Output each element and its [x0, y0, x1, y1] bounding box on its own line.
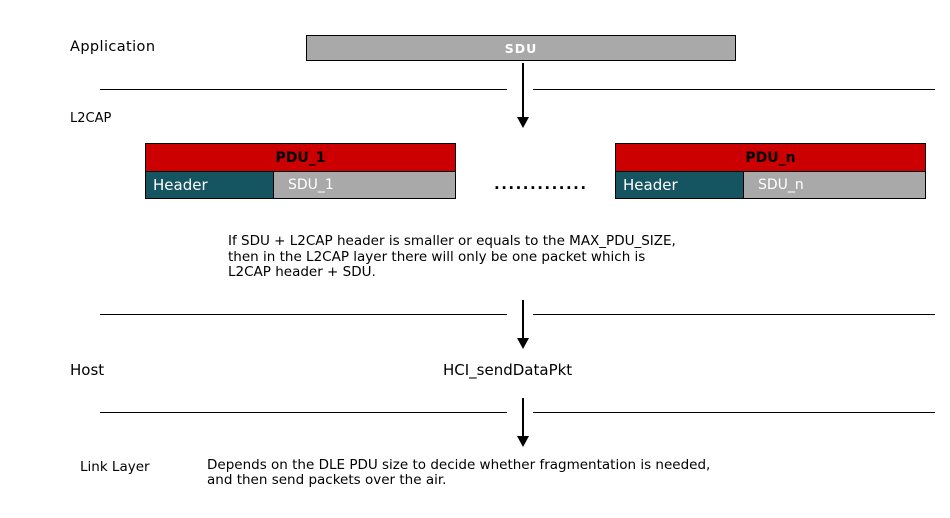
layer-divider-1-right: [533, 89, 935, 90]
l2cap-note-line2: then in the L2CAP layer there will only …: [228, 248, 646, 265]
l2cap-note-line1: If SDU + L2CAP header is smaller or equa…: [228, 233, 676, 249]
hci-send-data-pkt-label: HCI_sendDataPkt: [443, 361, 573, 379]
arrow-shaft: [522, 63, 524, 117]
host-layer-label: Host: [70, 361, 105, 379]
arrow-head: [517, 338, 529, 349]
link-layer-note-line2: and then send packets over the air.: [207, 472, 447, 488]
pdu-first-header-cell: Header: [145, 172, 274, 199]
link-layer-note: Depends on the DLE PDU size to decide wh…: [207, 458, 710, 488]
arrow-head: [517, 117, 529, 128]
pdu-last-header-cell: Header: [615, 172, 744, 199]
pdu-first-row: Header SDU_1: [145, 172, 456, 199]
l2cap-layer-label: L2CAP: [70, 111, 112, 126]
layer-divider-1-left: [100, 89, 507, 90]
pdu-last-structure: PDU_n Header SDU_n: [615, 143, 926, 199]
pdu-last-row: Header SDU_n: [615, 172, 926, 199]
layer-divider-2-left: [100, 314, 507, 315]
layer-divider-3-right: [533, 412, 935, 413]
arrow-shaft: [522, 300, 524, 338]
l2cap-note: If SDU + L2CAP header is smaller or equa…: [228, 233, 676, 281]
ellipsis-dots: .............: [494, 175, 588, 193]
layer-divider-2-right: [533, 314, 935, 315]
arrow-shaft: [522, 398, 524, 436]
arrow-head: [517, 436, 529, 447]
application-layer-label: Application: [70, 39, 156, 55]
layer-divider-3-left: [100, 412, 507, 413]
l2cap-note-line3: L2CAP header + SDU.: [228, 264, 376, 280]
link-layer-note-line1: Depends on the DLE PDU size to decide wh…: [207, 457, 711, 473]
pdu-first-payload-cell: SDU_1: [274, 172, 456, 199]
pdu-last-title: PDU_n: [615, 143, 926, 172]
pdu-last-payload-cell: SDU_n: [744, 172, 926, 199]
pdu-first-title: PDU_1: [145, 143, 456, 172]
link-layer-label: Link Layer: [80, 459, 150, 475]
sdu-box: SDU: [306, 35, 736, 61]
pdu-first-structure: PDU_1 Header SDU_1: [145, 143, 456, 199]
